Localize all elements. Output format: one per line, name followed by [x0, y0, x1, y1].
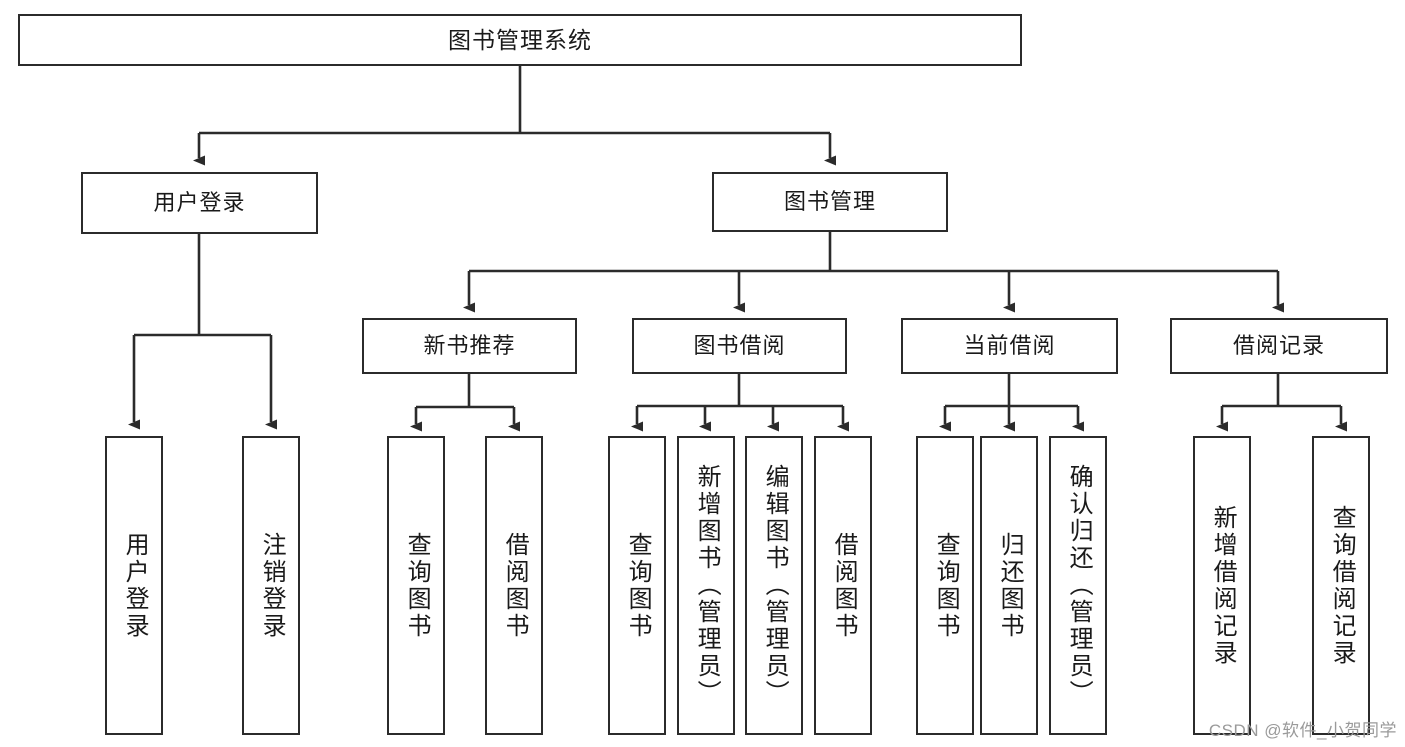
node-leaf-query-book-1-label: 查询图书 — [403, 531, 431, 640]
node-leaf-query-book-1[interactable]: 查询图书 — [387, 436, 445, 735]
node-leaf-add-book-label: 新增图书（管理员） — [693, 464, 721, 707]
watermark: CSDN @软件_小贺同学 — [1208, 721, 1397, 740]
node-leaf-borrow-book-1-label: 借阅图书 — [501, 531, 529, 640]
node-leaf-query-record[interactable]: 查询借阅记录 — [1312, 436, 1370, 735]
node-leaf-borrow-book-2-label: 借阅图书 — [830, 531, 858, 640]
node-leaf-user-login-label: 用户登录 — [121, 531, 149, 640]
node-leaf-borrow-book-1[interactable]: 借阅图书 — [485, 436, 543, 735]
node-book-borrow-label: 图书借阅 — [693, 333, 786, 359]
node-current-borrow[interactable]: 当前借阅 — [901, 318, 1118, 374]
node-leaf-query-book-2-label: 查询图书 — [624, 531, 652, 640]
node-leaf-query-record-label: 查询借阅记录 — [1328, 504, 1356, 667]
node-leaf-add-record-label: 新增借阅记录 — [1209, 504, 1237, 667]
node-leaf-user-logout[interactable]: 注销登录 — [242, 436, 300, 735]
node-borrow-record[interactable]: 借阅记录 — [1170, 318, 1388, 374]
node-leaf-add-record[interactable]: 新增借阅记录 — [1193, 436, 1251, 735]
node-leaf-return-book[interactable]: 归还图书 — [980, 436, 1038, 735]
node-leaf-edit-book-label: 编辑图书（管理员） — [761, 464, 789, 707]
node-borrow-record-label: 借阅记录 — [1232, 333, 1325, 359]
node-leaf-confirm-return[interactable]: 确认归还（管理员） — [1049, 436, 1107, 735]
node-leaf-query-book-3[interactable]: 查询图书 — [916, 436, 974, 735]
node-root-label: 图书管理系统 — [448, 26, 592, 53]
node-leaf-query-book-3-label: 查询图书 — [932, 531, 960, 640]
node-leaf-user-logout-label: 注销登录 — [258, 531, 286, 640]
node-leaf-edit-book[interactable]: 编辑图书（管理员） — [745, 436, 803, 735]
node-book-manage-label: 图书管理 — [783, 189, 876, 215]
node-user-login-label: 用户登录 — [153, 190, 246, 216]
node-leaf-query-book-2[interactable]: 查询图书 — [608, 436, 666, 735]
node-root[interactable]: 图书管理系统 — [18, 14, 1022, 66]
node-book-manage[interactable]: 图书管理 — [712, 172, 948, 232]
node-book-borrow[interactable]: 图书借阅 — [632, 318, 847, 374]
node-user-login[interactable]: 用户登录 — [81, 172, 318, 234]
node-leaf-user-login[interactable]: 用户登录 — [105, 436, 163, 735]
node-leaf-confirm-return-label: 确认归还（管理员） — [1065, 464, 1093, 707]
node-leaf-borrow-book-2[interactable]: 借阅图书 — [814, 436, 872, 735]
node-leaf-return-book-label: 归还图书 — [996, 531, 1024, 640]
node-new-book-rec-label: 新书推荐 — [423, 333, 516, 359]
node-current-borrow-label: 当前借阅 — [963, 333, 1056, 359]
node-leaf-add-book[interactable]: 新增图书（管理员） — [677, 436, 735, 735]
node-new-book-rec[interactable]: 新书推荐 — [362, 318, 577, 374]
